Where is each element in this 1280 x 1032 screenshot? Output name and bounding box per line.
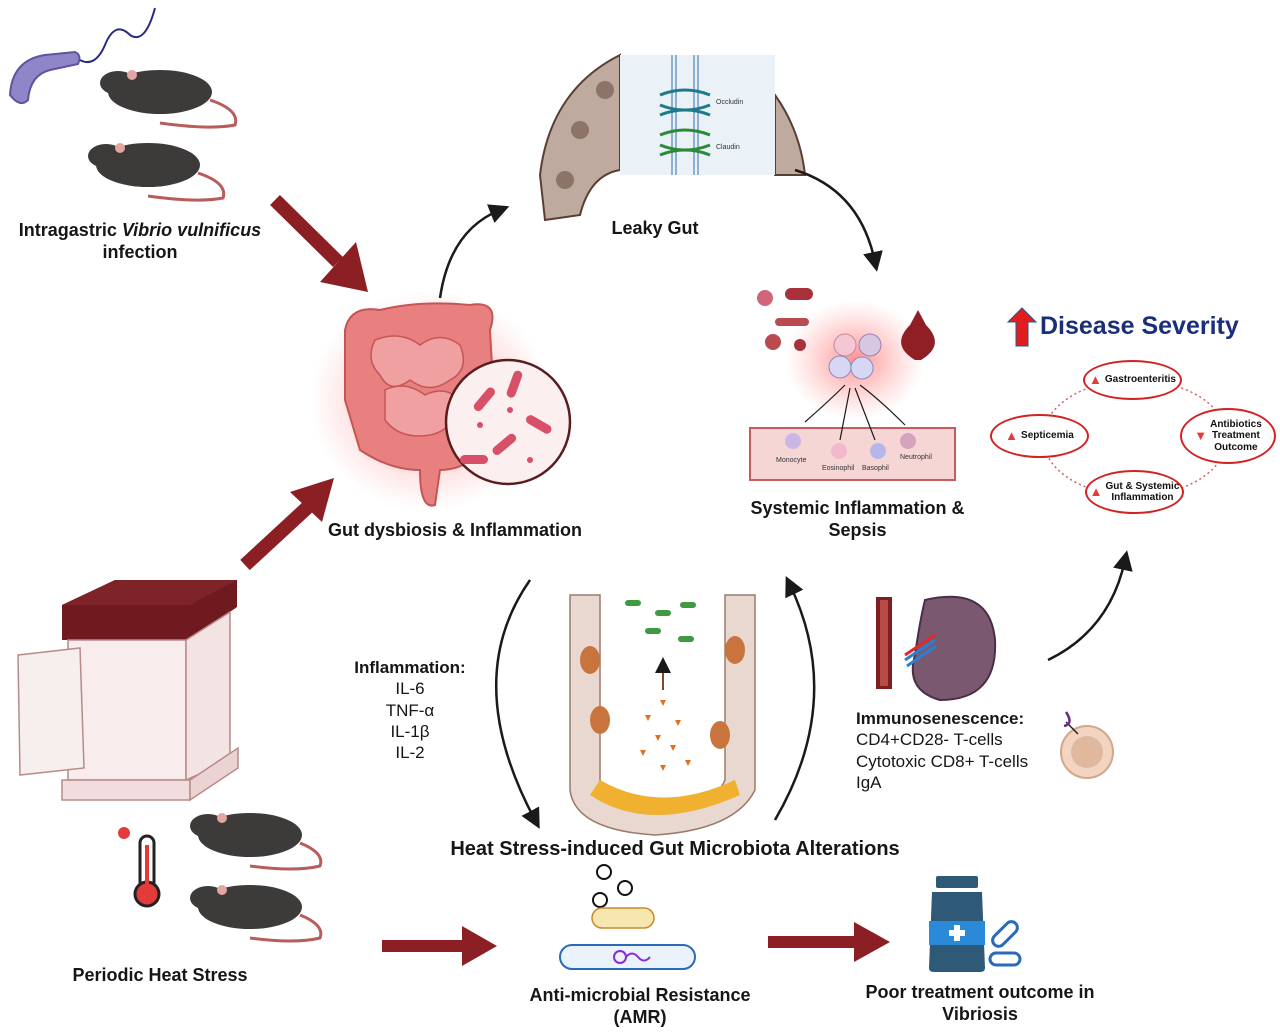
immunosenescence-item: CD4+CD28- T-cells	[856, 730, 1003, 750]
flow-arrow-amr-to-treatment	[768, 922, 890, 962]
cytokine-item: TNF-α	[385, 700, 435, 720]
heat-stress-microbiota-label: Heat Stress-induced Gut Microbiota Alter…	[450, 838, 900, 860]
pathogen-name: Vibrio vulnificus	[121, 220, 262, 240]
vibrio-bacterium-icon	[8, 7, 156, 105]
cycle-arrow-microbiota-to-systemic	[773, 575, 816, 821]
leaky-gut-label: Leaky Gut	[611, 218, 699, 238]
systemic-inflammation-label: Systemic Inflammation & Sepsis	[725, 498, 990, 541]
flow-arrow-infection-to-gut	[270, 195, 368, 292]
disease-severity-title: Disease Severity	[1040, 312, 1239, 340]
mouse-icon	[88, 143, 226, 202]
outcome-label: Antibiotics Treatment Outcome	[1210, 418, 1262, 453]
amr-label: Anti-microbial Resistance (AMR)	[490, 985, 790, 1028]
cytokine-item: IL-6	[395, 679, 425, 699]
systemic-line1: Systemic Inflammation &	[750, 498, 965, 518]
flow-arrow-to-severity	[1047, 550, 1133, 662]
inflammation-block: Inflammation: IL-6 TNF-α IL-1β IL-2	[335, 657, 485, 763]
occludin-label: Occludin	[716, 99, 743, 106]
infection-label-suffix: infection	[102, 241, 178, 262]
intestinal-crypt-icon	[569, 594, 756, 836]
immune-cell-label: Basophil	[862, 465, 889, 472]
mouse-icon	[100, 70, 238, 129]
immunosenescence-title: Immunosenescence:	[856, 709, 1025, 728]
immune-cell-label: Monocyte	[776, 457, 806, 464]
outcome-label: Gastroenteritis	[1104, 374, 1176, 386]
bacteria-magnifier-icon	[444, 358, 572, 486]
down-arrow-icon: ▼	[1194, 427, 1208, 443]
up-arrow-icon: ▲	[1005, 427, 1019, 443]
mouse-icon	[190, 813, 323, 871]
inflammation-title: Inflammation:	[354, 658, 466, 677]
outcome-gut-systemic-inflammation: ▲Gut & Systemic Inflammation	[1085, 470, 1184, 514]
epithelium-arc-icon	[538, 53, 807, 222]
immune-cell-label: Eosinophil	[822, 465, 855, 472]
poor-line1: Poor treatment outcome in	[865, 982, 1095, 1002]
thermometer-icon	[118, 827, 161, 908]
amr-line2: (AMR)	[613, 1006, 667, 1027]
severity-up-arrow-icon	[1006, 307, 1038, 347]
flow-arrow-heat-to-gut	[240, 478, 334, 571]
mouse-icon	[190, 885, 323, 943]
immunosenescence-block: Immunosenescence: CD4+CD28- T-cells Cyto…	[856, 708, 1028, 793]
outcome-septicemia: ▲Septicemia	[990, 414, 1089, 458]
systemic-line2: Sepsis	[828, 519, 887, 540]
outcome-gastroenteritis: ▲Gastroenteritis	[1083, 360, 1182, 400]
blood-vessel-icon	[876, 597, 892, 689]
infection-label: Intragastric Vibrio vulnificus infection	[0, 220, 280, 263]
periodic-heat-stress-label: Periodic Heat Stress	[72, 965, 248, 985]
outcome-antibiotics-treatment: ▼Antibiotics Treatment Outcome	[1180, 408, 1276, 464]
immune-cell-label: Neutrophil	[900, 454, 932, 461]
poor-treatment-label: Poor treatment outcome in Vibriosis	[830, 982, 1130, 1025]
pill-icon	[988, 920, 1022, 967]
immune-activation-icon	[749, 288, 956, 481]
claudin-label: Claudin	[716, 144, 740, 151]
medicine-bottle-icon	[929, 876, 985, 972]
heat-chamber-icon	[17, 580, 239, 802]
immunosenescence-item: Cytotoxic CD8+ T-cells	[856, 751, 1029, 771]
spleen-icon	[904, 595, 997, 702]
cycle-arrow-leaky-to-systemic	[794, 168, 883, 272]
up-arrow-icon: ▲	[1088, 371, 1102, 387]
cycle-arrow-gut-to-leaky	[438, 204, 510, 299]
cytokine-item: IL-2	[395, 743, 425, 762]
infection-label-prefix: Intragastric	[18, 220, 122, 240]
amr-bacterium-icon	[559, 864, 696, 970]
outcome-label: Gut & Systemic Inflammation	[1105, 480, 1180, 504]
gut-dysbiosis-label: Gut dysbiosis & Inflammation	[327, 520, 583, 540]
outcome-label: Septicemia	[1021, 430, 1074, 442]
flow-arrow-heat-to-amr	[382, 926, 497, 966]
cycle-arrow-gut-to-microbiota	[494, 579, 540, 829]
poor-line2: Vibriosis	[942, 1003, 1018, 1024]
tight-junction-inset	[620, 55, 775, 175]
cytokine-item: IL-1β	[390, 721, 430, 741]
up-arrow-icon: ▲	[1089, 483, 1103, 499]
immunosenescence-item: IgA	[856, 772, 882, 792]
t-cell-icon	[1060, 711, 1114, 779]
amr-line1: Anti-microbial Resistance	[529, 985, 751, 1005]
